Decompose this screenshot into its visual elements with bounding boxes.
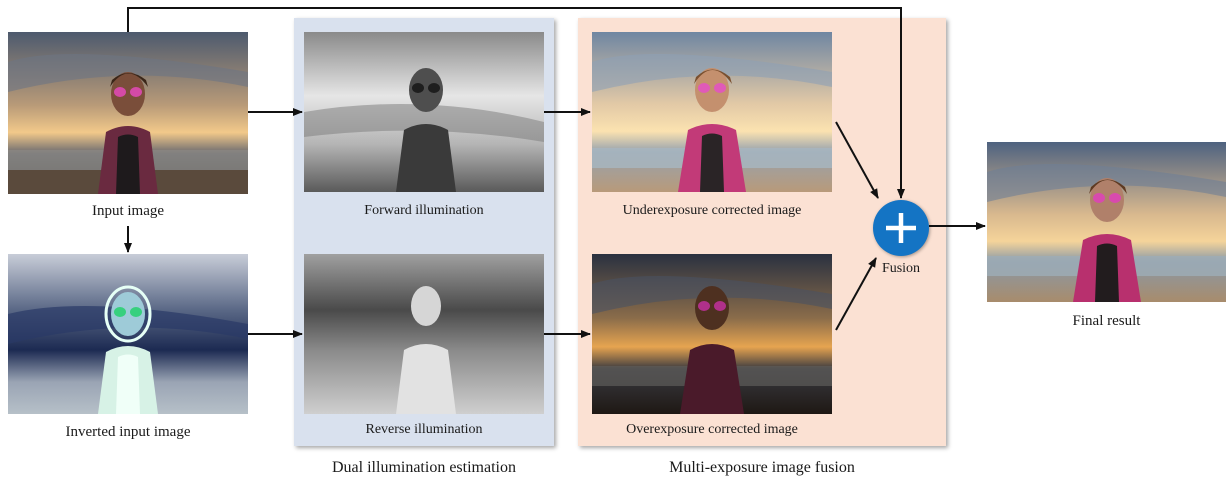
inverted-input-image-label: Inverted input image <box>65 424 191 440</box>
final-result-label: Final result <box>1072 313 1141 329</box>
final-result-image <box>987 142 1226 302</box>
overexposure-corrected-image <box>592 254 832 414</box>
underexposure-corrected-label: Underexposure corrected image <box>622 203 802 218</box>
fusion-group-label: Multi-exposure image fusion <box>669 459 855 476</box>
input-image <box>8 32 248 194</box>
fusion-label: Fusion <box>881 261 921 276</box>
fusion-plus-icon <box>873 200 929 256</box>
reverse-illumination-label: Reverse illumination <box>365 422 483 437</box>
inverted-input-image <box>8 254 248 414</box>
underexposure-corrected-image <box>592 32 832 192</box>
forward-illumination-label: Forward illumination <box>364 203 484 218</box>
dual-illumination-group-label: Dual illumination estimation <box>332 459 516 476</box>
reverse-illumination-image <box>304 254 544 414</box>
overexposure-corrected-label: Overexposure corrected image <box>626 422 798 437</box>
forward-illumination-image <box>304 32 544 192</box>
input-image-label: Input image <box>91 203 165 219</box>
